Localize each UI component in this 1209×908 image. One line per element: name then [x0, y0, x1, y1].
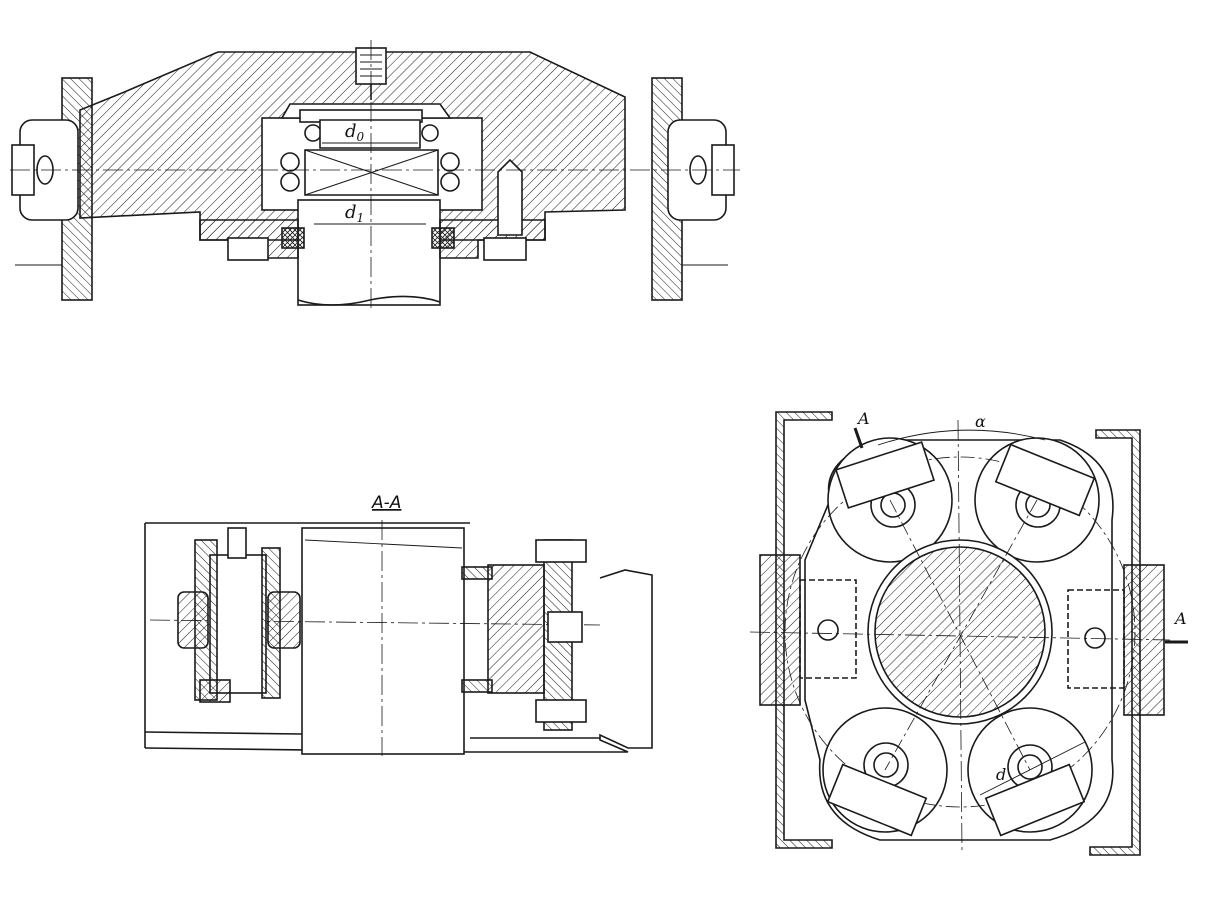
top-bearing-section [10, 40, 740, 310]
angle-label: α [975, 412, 986, 431]
locating-pin [497, 158, 523, 236]
central-shaft-section [301, 527, 465, 755]
shaft [297, 199, 441, 306]
channel-beam [470, 569, 653, 753]
section-title-a-a: A-A [371, 493, 401, 513]
section-mark-left: A [856, 409, 870, 428]
ball-bearing-upper [304, 124, 439, 142]
section-mark-right: A [1173, 609, 1187, 628]
label-d0: d0 [345, 121, 365, 144]
diameter-label: d [996, 765, 1006, 784]
label-d1: d1 [345, 202, 364, 225]
ball-bearing-lower [280, 152, 460, 192]
section-a-a-view [144, 520, 653, 756]
plan-view-roller-cluster [749, 411, 1188, 856]
